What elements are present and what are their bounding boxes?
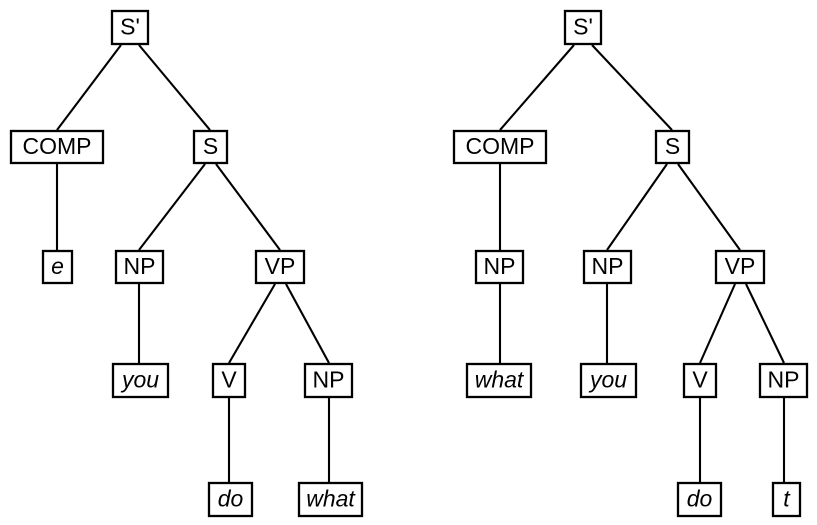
- tree-node-r-sbar: S': [563, 9, 603, 46]
- node-label: VP: [725, 253, 756, 279]
- node-box: [465, 362, 533, 399]
- tree-node-r-np2: NP: [758, 362, 809, 399]
- node-box: [579, 362, 638, 399]
- node-label: NP: [768, 367, 800, 393]
- node-box: [41, 249, 74, 285]
- node-label: VP: [265, 253, 296, 279]
- tree-edge-l-sbar-to-l-comp: [56, 44, 122, 131]
- node-label: V: [221, 367, 237, 393]
- node-label: S': [573, 14, 593, 40]
- node-box: [192, 129, 229, 165]
- tree-edge-l-s-to-l-np1: [138, 163, 206, 251]
- edges-layer: [55, 44, 786, 482]
- node-box: [111, 362, 170, 399]
- tree-node-r-you: you: [579, 362, 638, 399]
- node-box: [114, 249, 165, 285]
- tree-edge-r-vp-to-r-v: [699, 283, 736, 364]
- node-label: do: [218, 486, 244, 512]
- node-box: [676, 481, 723, 518]
- node-label: S: [203, 133, 218, 159]
- tree-edge-l-s-to-l-vp: [215, 163, 281, 251]
- tree-node-l-e: e: [41, 249, 74, 285]
- tree-node-l-s: S: [192, 129, 229, 165]
- tree-edge-r-s-to-r-np1: [606, 163, 668, 251]
- tree-node-r-what: what: [465, 362, 533, 399]
- tree-node-l-np2: NP: [303, 362, 354, 399]
- node-label: NP: [124, 253, 156, 279]
- node-label: t: [783, 486, 791, 512]
- node-label: S': [120, 14, 140, 40]
- surface-structure-tree-edges: [498, 44, 786, 482]
- tree-edge-r-vp-to-r-np2: [745, 283, 785, 364]
- node-box: [207, 481, 254, 518]
- tree-edge-r-s-to-r-vp: [677, 163, 741, 251]
- tree-node-r-np1: NP: [582, 249, 633, 285]
- tree-node-r-vp: VP: [714, 249, 766, 285]
- tree-node-l-what: what: [297, 481, 364, 518]
- tree-node-l-vp: VP: [254, 249, 306, 285]
- node-box: [474, 249, 525, 285]
- node-label: you: [588, 367, 627, 393]
- tree-node-l-you: you: [111, 362, 170, 399]
- node-label: you: [120, 367, 159, 393]
- tree-edge-l-vp-to-l-np2: [285, 283, 330, 364]
- deep-structure-tree-edges: [55, 44, 331, 482]
- tree-node-l-v: V: [211, 362, 247, 399]
- tree-edge-l-sbar-to-l-s: [138, 44, 211, 131]
- node-label: COMP: [23, 133, 92, 159]
- node-box: [452, 129, 548, 165]
- node-box: [582, 249, 633, 285]
- tree-edge-r-sbar-to-r-s: [591, 44, 673, 131]
- node-label: e: [51, 253, 64, 279]
- node-box: [758, 362, 809, 399]
- tree-node-l-np1: NP: [114, 249, 165, 285]
- node-box: [682, 362, 718, 399]
- surface-structure-tree-nodes: S' COMP S NP NP VP what you V NP do t: [452, 9, 809, 518]
- tree-node-r-np0: NP: [474, 249, 525, 285]
- tree-edge-r-sbar-to-r-comp: [499, 44, 575, 131]
- tree-node-r-s: S: [654, 129, 691, 165]
- node-box: [714, 249, 766, 285]
- node-box: [771, 481, 802, 518]
- node-label: do: [687, 486, 713, 512]
- tree-edge-l-vp-to-l-v: [228, 283, 276, 364]
- node-box: [110, 9, 150, 46]
- node-label: COMP: [466, 133, 535, 159]
- tree-node-r-v: V: [682, 362, 718, 399]
- tree-node-r-t: t: [771, 481, 802, 518]
- tree-node-l-comp: COMP: [9, 129, 105, 165]
- node-label: S: [665, 133, 680, 159]
- node-label: NP: [313, 367, 345, 393]
- node-box: [297, 481, 364, 518]
- node-box: [211, 362, 247, 399]
- node-box: [254, 249, 306, 285]
- node-label: NP: [592, 253, 624, 279]
- node-label: what: [306, 486, 356, 512]
- tree-node-r-do: do: [676, 481, 723, 518]
- node-box: [303, 362, 354, 399]
- node-box: [9, 129, 105, 165]
- node-label: NP: [484, 253, 516, 279]
- node-label: what: [475, 367, 525, 393]
- tree-node-r-comp: COMP: [452, 129, 548, 165]
- node-label: V: [692, 367, 708, 393]
- tree-node-l-sbar: S': [110, 9, 150, 46]
- node-box: [654, 129, 691, 165]
- node-box: [563, 9, 603, 46]
- tree-node-l-do: do: [207, 481, 254, 518]
